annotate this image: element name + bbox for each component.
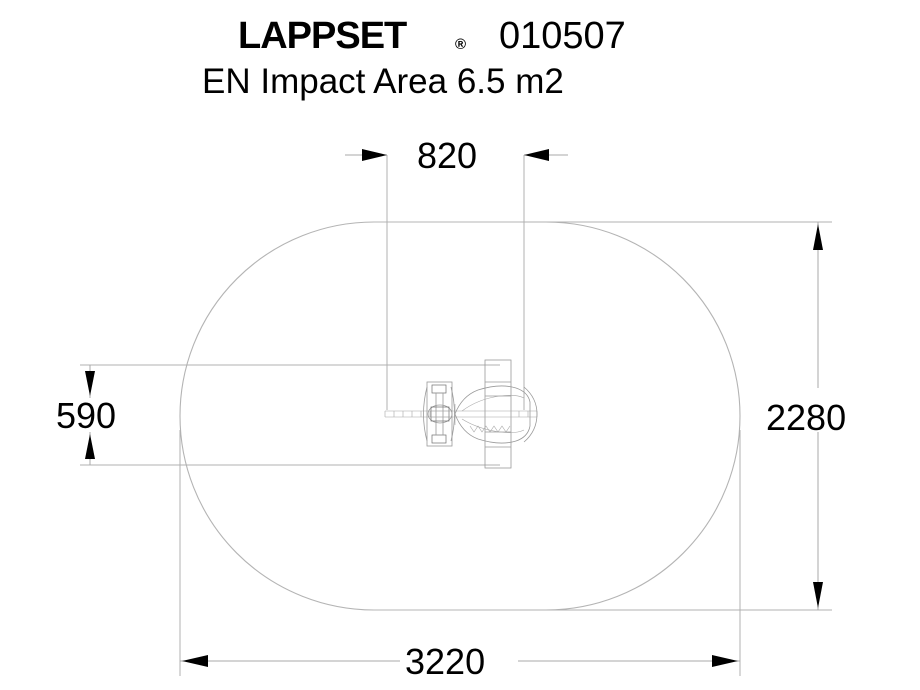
spring-handle-assembly: [423, 381, 455, 447]
extension-lines: [80, 155, 832, 676]
handle-outer-arc-right: [450, 386, 455, 442]
rider-nose-arc: [523, 386, 538, 443]
spring-hub-core: [430, 406, 450, 422]
brand-title: LAPPSET: [238, 15, 407, 57]
arrowhead-820-left: [362, 149, 387, 161]
registered-mark-icon: ®: [455, 36, 466, 53]
rider-inner-contour-bottom: [461, 418, 525, 433]
play-equipment: [384, 359, 538, 469]
dimension-2280: 2280: [766, 222, 846, 610]
arrowhead-3220-right: [712, 655, 738, 667]
spring-hub: [427, 404, 453, 424]
grip-block-upper: [431, 384, 447, 394]
arrowhead-2280-bottom: [813, 582, 823, 608]
product-code: 010507: [499, 15, 626, 57]
rider-body-outline: [454, 385, 531, 444]
rider-inner-contour-top: [461, 395, 525, 412]
dimension-label-820: 820: [417, 135, 477, 176]
arrowhead-2280-top: [813, 224, 823, 250]
arrowhead-590-bottom: [85, 434, 95, 459]
dimension-label-3220: 3220: [405, 641, 485, 682]
arrowhead-590-top: [85, 371, 95, 396]
dimension-label-590: 590: [56, 395, 116, 436]
page-subtitle: EN Impact Area 6.5 m2: [202, 62, 564, 101]
footing-rect: [484, 359, 512, 469]
impact-area-outline: [179, 221, 741, 611]
arrowhead-820-right: [524, 149, 549, 161]
arrowhead-3220-left: [182, 655, 208, 667]
dimension-820: 820: [345, 135, 568, 176]
handle-outer-arc-left: [423, 386, 428, 442]
dimension-590: 590: [56, 365, 116, 465]
title-block: LAPPSET ® 010507 EN Impact Area 6.5 m2: [202, 15, 626, 101]
grip-block-lower: [431, 434, 447, 444]
rider-ridge-serration: [469, 425, 511, 433]
rider-body: [454, 385, 538, 444]
dimension-label-2280: 2280: [766, 397, 846, 438]
dimension-3220: 3220: [180, 641, 740, 682]
equipment-centerline: [384, 410, 538, 418]
equipment-footing: [484, 359, 512, 469]
